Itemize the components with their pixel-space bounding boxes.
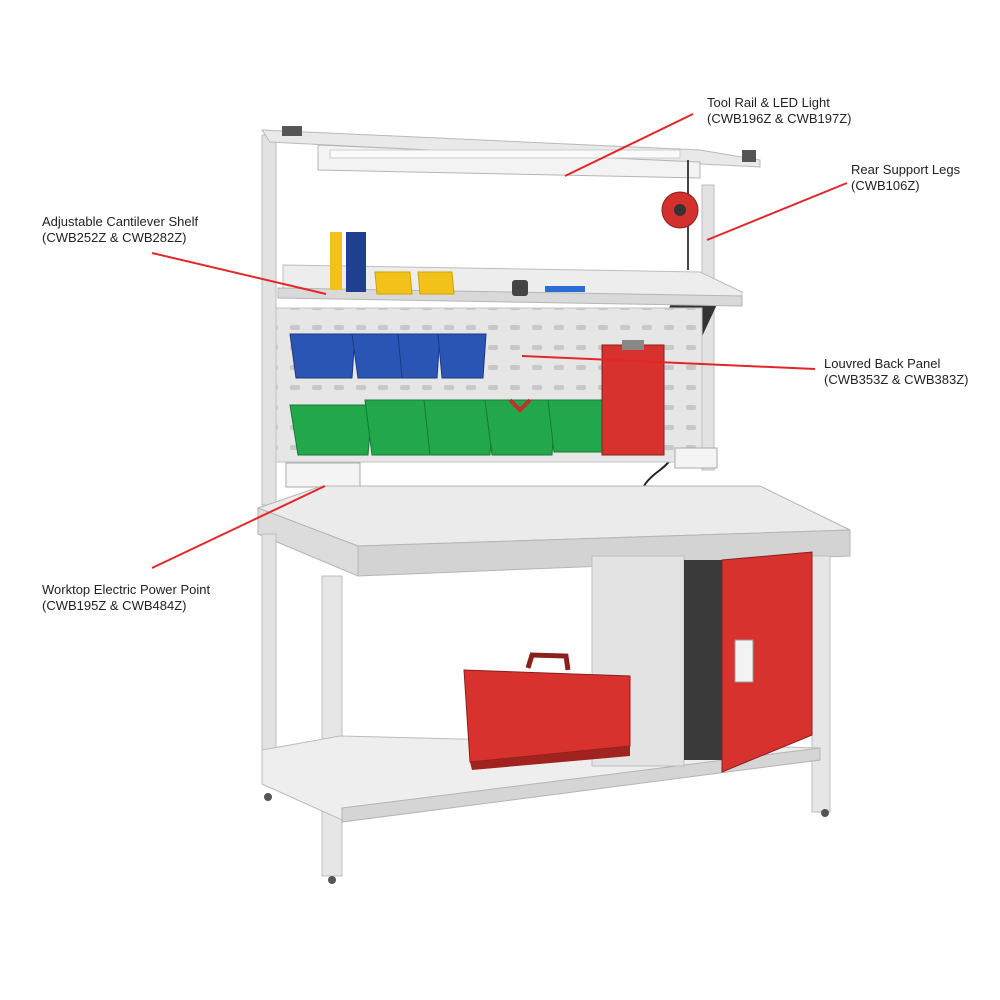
callout-line-rear-legs bbox=[706, 182, 848, 241]
callout-tool-rail-title: Tool Rail & LED Light bbox=[707, 95, 830, 110]
callout-rear-legs: Rear Support Legs (CWB106Z) bbox=[851, 162, 960, 194]
callout-tool-rail: Tool Rail & LED Light (CWB196Z & CWB197Z… bbox=[707, 95, 851, 127]
toolbox-icon bbox=[463, 652, 631, 770]
callout-line-tool-rail bbox=[564, 113, 694, 177]
callout-cantilever-shelf-codes: (CWB252Z & CWB282Z) bbox=[42, 230, 187, 245]
cantilever-shelf bbox=[277, 232, 743, 307]
callout-line-power-point bbox=[151, 485, 326, 569]
callout-lines bbox=[151, 113, 848, 569]
callout-cantilever-shelf-title: Adjustable Cantilever Shelf bbox=[42, 214, 199, 229]
green-bin-icon bbox=[289, 398, 613, 456]
callout-power-point-title: Worktop Electric Power Point bbox=[42, 582, 211, 597]
callout-rear-legs-codes: (CWB106Z) bbox=[851, 178, 920, 193]
blue-bin-icon bbox=[289, 333, 487, 379]
clipboard-icon bbox=[601, 340, 665, 456]
callout-line-louvred-panel bbox=[521, 355, 816, 370]
callout-cantilever-shelf: Adjustable Cantilever Shelf (CWB252Z & C… bbox=[42, 214, 198, 246]
callout-power-point-codes: (CWB195Z & CWB484Z) bbox=[42, 598, 187, 613]
callout-line-cantilever-shelf bbox=[151, 252, 327, 295]
callout-power-point: Worktop Electric Power Point (CWB195Z & … bbox=[42, 582, 210, 614]
callout-louvred-panel-title: Louvred Back Panel bbox=[824, 356, 941, 371]
power-sockets bbox=[285, 447, 718, 488]
callout-louvred-panel-codes: (CWB353Z & CWB383Z) bbox=[824, 372, 969, 387]
callout-tool-rail-codes: (CWB196Z & CWB197Z) bbox=[707, 111, 852, 126]
callout-louvred-panel: Louvred Back Panel (CWB353Z & CWB383Z) bbox=[824, 356, 968, 388]
callout-rear-legs-title: Rear Support Legs bbox=[851, 162, 961, 177]
tool-rail-led-light bbox=[317, 144, 701, 179]
worktop bbox=[256, 485, 851, 577]
